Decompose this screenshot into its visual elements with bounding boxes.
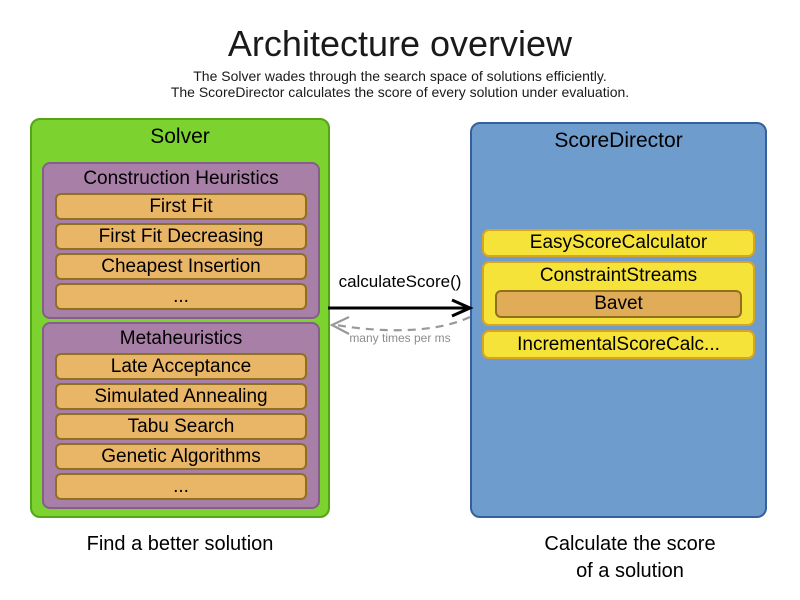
algorithm-item-ellipsis: ...: [55, 283, 307, 310]
algorithm-item-first-fit: First Fit: [55, 193, 307, 220]
constraint-streams-label: ConstraintStreams: [539, 265, 698, 286]
construction-heuristics-title: Construction Heuristics: [83, 168, 279, 189]
constraint-streams-box: ConstraintStreams Bavet: [482, 261, 755, 326]
algorithm-item-simulated-annealing: Simulated Annealing: [55, 383, 307, 410]
subtitle-line-1: The Solver wades through the search spac…: [193, 68, 607, 84]
construction-heuristics-list: First Fit First Fit Decreasing Cheapest …: [55, 193, 307, 310]
solver-title: Solver: [150, 125, 210, 148]
page-subtitle: The Solver wades through the search spac…: [0, 68, 800, 100]
algorithm-item-cheapest-insertion: Cheapest Insertion: [55, 253, 307, 280]
metaheuristics-list: Late Acceptance Simulated Annealing Tabu…: [55, 353, 307, 500]
incremental-score-calculator-box: IncrementalScoreCalc...: [482, 330, 755, 359]
calculate-score-label: calculateScore(): [338, 272, 462, 291]
call-arrows: [328, 298, 474, 335]
algorithm-item-tabu-search: Tabu Search: [55, 413, 307, 440]
return-arrow-head: [329, 316, 350, 335]
return-arrow-dashed-line: [335, 315, 471, 332]
calculator-stack: EasyScoreCalculator ConstraintStreams Ba…: [482, 229, 755, 359]
subtitle-line-2: The ScoreDirector calculates the score o…: [170, 84, 630, 100]
frequency-label: many times per ms: [349, 331, 451, 345]
algorithm-item-first-fit-decreasing: First Fit Decreasing: [55, 223, 307, 250]
score-director-caption: Calculate the score of a solution: [480, 531, 780, 585]
algorithm-item-ellipsis: ...: [55, 473, 307, 500]
construction-heuristics-box: Construction Heuristics First Fit First …: [42, 162, 320, 319]
algorithm-item-genetic-algorithms: Genetic Algorithms: [55, 443, 307, 470]
solver-box: Solver Construction Heuristics First Fit…: [30, 118, 330, 518]
algorithm-item-late-acceptance: Late Acceptance: [55, 353, 307, 380]
score-director-caption-line-1: Calculate the score: [544, 533, 716, 555]
solver-caption: Find a better solution: [86, 533, 274, 555]
metaheuristics-title: Metaheuristics: [119, 328, 243, 349]
score-director-caption-line-2: of a solution: [576, 560, 684, 582]
score-director-box: ScoreDirector EasyScoreCalculator Constr…: [470, 122, 767, 518]
metaheuristics-box: Metaheuristics Late Acceptance Simulated…: [42, 322, 320, 509]
page-title: Architecture overview: [227, 23, 573, 64]
score-director-title: ScoreDirector: [554, 129, 683, 152]
easy-score-calculator-box: EasyScoreCalculator: [482, 229, 755, 257]
bavet-box: Bavet: [495, 290, 742, 318]
calculate-score-arrow-head: [451, 298, 474, 318]
